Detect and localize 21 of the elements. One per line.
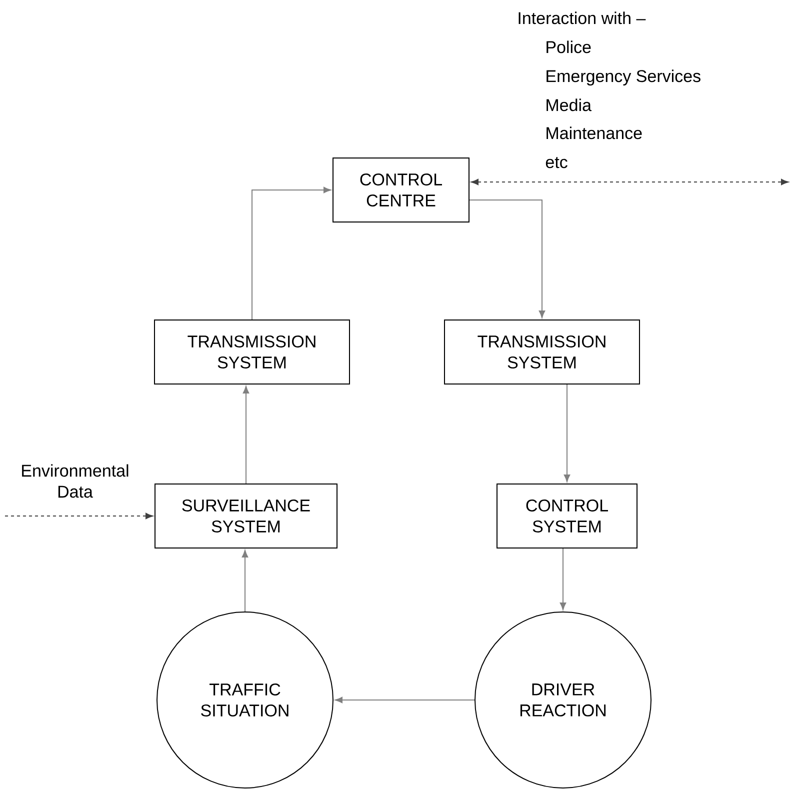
input-label: Environmental Data — [22, 464, 128, 498]
note-text: Maintenance — [546, 126, 642, 140]
note-text: Interaction with – — [518, 12, 646, 24]
arrow — [560, 548, 566, 610]
process-box: CONTROL SYSTEM — [496, 484, 638, 548]
arrow — [469, 200, 546, 318]
arrow — [242, 386, 250, 484]
process-box: TRANSMISSION SYSTEM — [444, 320, 640, 384]
arrow — [242, 550, 248, 612]
arrow — [471, 178, 789, 186]
arrow — [4, 512, 153, 520]
note-text: Media — [546, 98, 592, 112]
arrow — [564, 384, 570, 482]
arrow — [252, 186, 331, 320]
arrow — [335, 696, 475, 704]
process-box: SURVEILLANCE SYSTEM — [154, 484, 338, 548]
note-text: Police — [546, 40, 591, 54]
note-text: Emergency Services — [546, 70, 700, 86]
process-box: TRANSMISSION SYSTEM — [154, 320, 350, 384]
note-text: etc — [546, 157, 568, 168]
process-box: CONTROL CENTRE — [332, 158, 470, 222]
